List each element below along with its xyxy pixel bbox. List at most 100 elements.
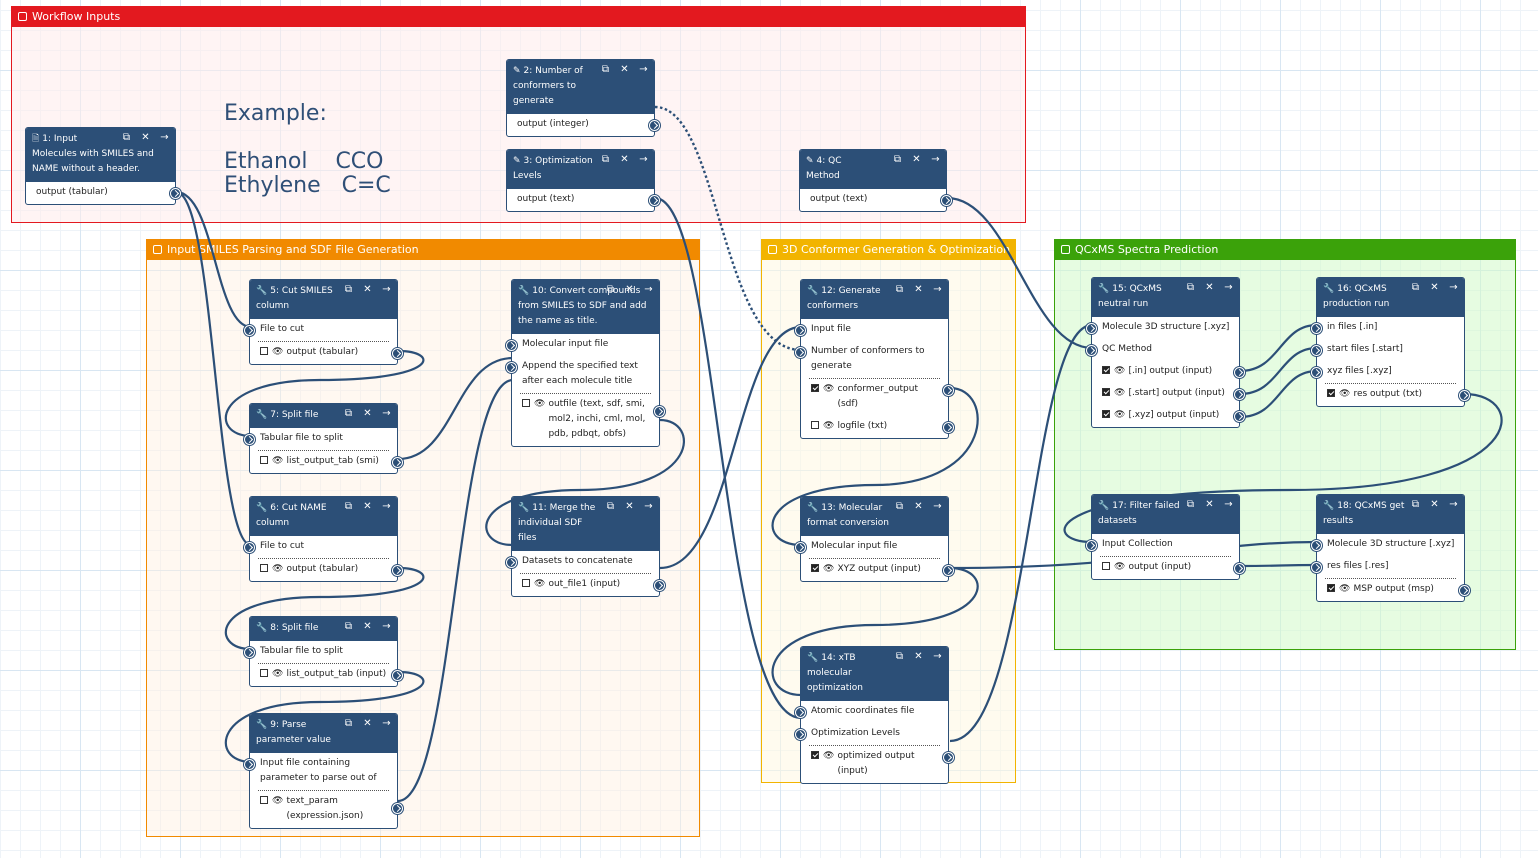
node-output[interactable]: 👁list_output_tab (smi) <box>250 451 403 473</box>
close-icon[interactable]: ✕ <box>1430 282 1439 293</box>
checkbox[interactable] <box>1102 562 1110 570</box>
node-input[interactable]: File to cut <box>244 536 397 558</box>
eye-icon[interactable]: 👁 <box>1339 584 1351 594</box>
copy-icon[interactable]: ⧉ <box>1186 499 1195 510</box>
forward-icon[interactable]: → <box>639 64 648 75</box>
node-input[interactable]: Tabular file to split <box>244 428 397 450</box>
forward-icon[interactable]: → <box>382 284 391 295</box>
close-icon[interactable]: ✕ <box>620 64 629 75</box>
node-input[interactable]: QC Method <box>1086 339 1239 361</box>
input-port[interactable] <box>795 729 806 740</box>
node-output[interactable]: 👁outfile (text, sdf, smi, mol2, inchi, c… <box>512 394 665 446</box>
copy-icon[interactable]: ⧉ <box>601 154 610 165</box>
checkbox[interactable] <box>811 384 819 392</box>
copy-icon[interactable]: ⧉ <box>1186 282 1195 293</box>
close-icon[interactable]: ✕ <box>914 284 923 295</box>
close-icon[interactable]: ✕ <box>363 408 372 419</box>
checkbox[interactable] <box>1327 389 1335 397</box>
input-port[interactable] <box>506 340 517 351</box>
checkbox[interactable] <box>1102 410 1110 418</box>
node-input[interactable]: Number of conformers to generate <box>795 341 948 378</box>
node-parse-parameter[interactable]: 🔧9: Parse parameter value ⧉✕→ Input file… <box>244 713 403 829</box>
node-output[interactable]: 👁res output (txt) <box>1317 384 1470 406</box>
checkbox[interactable] <box>811 421 819 429</box>
close-icon[interactable]: ✕ <box>914 501 923 512</box>
node-header[interactable]: 🔧13: Molecular format conversion ⧉✕→ <box>801 497 948 536</box>
node-input[interactable]: Input file containing parameter to parse… <box>244 753 397 790</box>
node-qcxms-production-run[interactable]: 🔧16: QCxMS production run ⧉✕→ in files [… <box>1311 277 1470 407</box>
input-port[interactable] <box>244 647 255 658</box>
close-icon[interactable]: ✕ <box>363 501 372 512</box>
node-header[interactable]: 🔧15: QCxMS neutral run ⧉✕→ <box>1092 278 1239 317</box>
node-generate-conformers[interactable]: 🔧12: Generate conformers ⧉✕→ Input file … <box>795 279 954 439</box>
copy-icon[interactable]: ⧉ <box>893 154 902 165</box>
copy-icon[interactable]: ⧉ <box>1411 499 1420 510</box>
output-port[interactable] <box>941 195 952 206</box>
eye-icon[interactable]: 👁 <box>823 564 835 574</box>
node-qc-method[interactable]: ✎4: QC Method ⧉✕→ output (text) <box>799 149 952 212</box>
output-port[interactable] <box>1234 367 1245 378</box>
input-port[interactable] <box>795 542 806 553</box>
input-port[interactable] <box>1311 367 1322 378</box>
node-output[interactable]: 👁conformer_output (sdf) <box>801 379 954 416</box>
node-input[interactable]: Input file <box>795 319 948 341</box>
node-output[interactable]: 👁output (input) <box>1092 557 1245 579</box>
output-port[interactable] <box>649 195 660 206</box>
checkbox[interactable] <box>260 796 268 804</box>
node-input[interactable]: Molecule 3D structure [.xyz] <box>1086 317 1239 339</box>
checkbox[interactable] <box>811 564 819 572</box>
input-port[interactable] <box>1086 540 1097 551</box>
forward-icon[interactable]: → <box>1224 499 1233 510</box>
forward-icon[interactable]: → <box>644 501 653 512</box>
input-port[interactable] <box>506 557 517 568</box>
node-input[interactable]: Atomic coordinates file <box>795 701 948 723</box>
node-input[interactable]: Tabular file to split <box>244 641 397 663</box>
eye-icon[interactable]: 👁 <box>534 579 546 589</box>
close-icon[interactable]: ✕ <box>912 154 921 165</box>
close-icon[interactable]: ✕ <box>620 154 629 165</box>
close-icon[interactable]: ✕ <box>141 132 150 143</box>
copy-icon[interactable]: ⧉ <box>895 651 904 662</box>
node-header[interactable]: 🔧18: QCxMS get results ⧉✕→ <box>1317 495 1464 534</box>
copy-icon[interactable]: ⧉ <box>606 284 615 295</box>
output-port[interactable] <box>392 565 403 576</box>
eye-icon[interactable]: 👁 <box>1114 562 1126 572</box>
checkbox[interactable] <box>522 579 530 587</box>
close-icon[interactable]: ✕ <box>1205 282 1214 293</box>
forward-icon[interactable]: → <box>382 408 391 419</box>
input-port[interactable] <box>506 362 517 373</box>
node-output[interactable]: 👁MSP output (msp) <box>1317 579 1470 601</box>
copy-icon[interactable]: ⧉ <box>601 64 610 75</box>
eye-icon[interactable]: 👁 <box>1114 366 1126 376</box>
output-port[interactable] <box>649 120 660 131</box>
input-port[interactable] <box>1311 540 1322 551</box>
eye-icon[interactable]: 👁 <box>823 751 835 761</box>
eye-icon[interactable]: 👁 <box>1114 388 1126 398</box>
checkbox[interactable] <box>811 751 819 759</box>
close-icon[interactable]: ✕ <box>625 501 634 512</box>
node-convert-compounds[interactable]: 🔧10: Convert compounds from SMILES to SD… <box>506 279 665 447</box>
checkbox[interactable] <box>522 399 530 407</box>
node-input[interactable]: res files [.res] <box>1311 556 1464 578</box>
node-header[interactable]: 🔧14: xTB molecular optimization ⧉✕→ <box>801 647 948 701</box>
node-merge-sdf[interactable]: 🔧11: Merge the individual SDF files ⧉✕→ … <box>506 496 665 597</box>
forward-icon[interactable]: → <box>160 132 169 143</box>
output-port[interactable] <box>654 406 665 417</box>
eye-icon[interactable]: 👁 <box>1114 410 1126 420</box>
output-port[interactable] <box>392 803 403 814</box>
node-input[interactable]: Datasets to concatenate <box>506 551 659 573</box>
forward-icon[interactable]: → <box>639 154 648 165</box>
node-number-of-conformers[interactable]: ✎2: Number of conformers to generate ⧉✕→… <box>506 59 660 137</box>
input-port[interactable] <box>244 542 255 553</box>
eye-icon[interactable]: 👁 <box>534 399 546 409</box>
node-header[interactable]: 🔧16: QCxMS production run ⧉✕→ <box>1317 278 1464 317</box>
input-port[interactable] <box>1311 562 1322 573</box>
node-input-molecules[interactable]: 🗎1: Input Molecules with SMILES and NAME… <box>25 127 181 205</box>
node-format-conversion[interactable]: 🔧13: Molecular format conversion ⧉✕→ Mol… <box>795 496 954 582</box>
node-output[interactable]: 👁output (tabular) <box>250 559 403 581</box>
node-input[interactable]: start files [.start] <box>1311 339 1464 361</box>
node-header[interactable]: 🔧7: Split file ⧉✕→ <box>250 404 397 428</box>
forward-icon[interactable]: → <box>382 501 391 512</box>
forward-icon[interactable]: → <box>382 718 391 729</box>
close-icon[interactable]: ✕ <box>625 284 634 295</box>
